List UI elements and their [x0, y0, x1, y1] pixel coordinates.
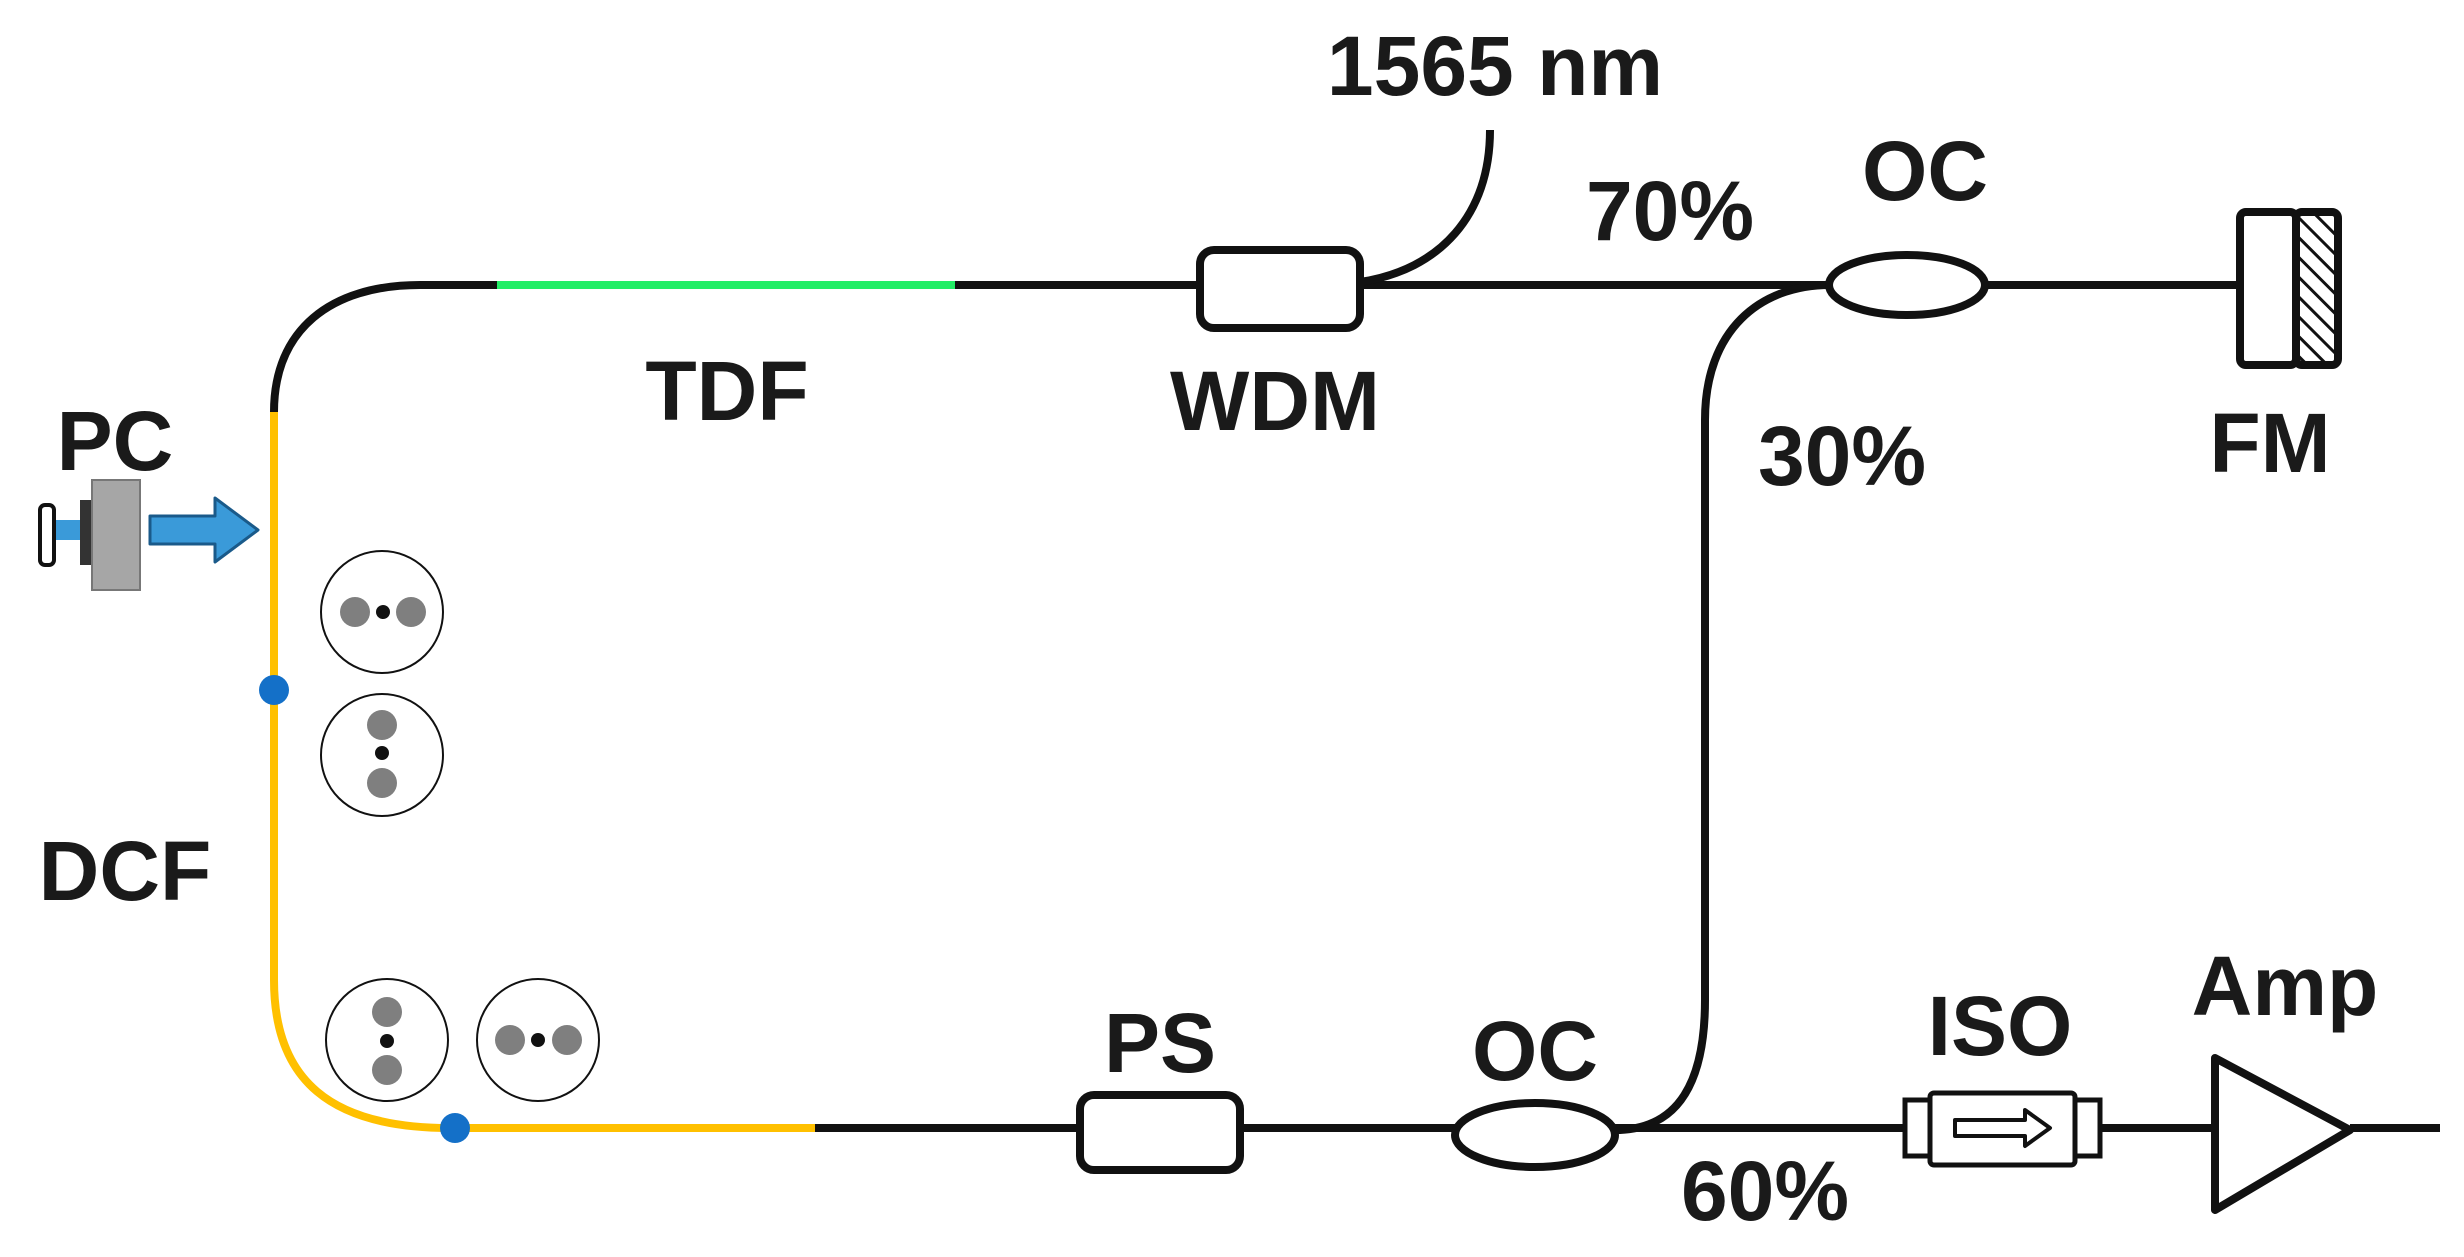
- wdm-label: WDM: [1170, 354, 1380, 448]
- amp-label: Amp: [2192, 939, 2379, 1033]
- pump-wavelength-label: 1565 nm: [1327, 19, 1663, 113]
- ps-box: [1076, 1091, 1244, 1174]
- isolator: [1902, 1090, 2103, 1168]
- wdm-box: [1196, 246, 1364, 332]
- ratio-60-label: 60%: [1681, 1144, 1849, 1238]
- fiber-pump-branch: [1359, 129, 1494, 286]
- ratio-30-label: 30%: [1758, 409, 1926, 503]
- dcf-label: DCF: [39, 824, 212, 918]
- iso-label: ISO: [1928, 979, 2073, 1073]
- pc-arrow-icon: [148, 496, 260, 564]
- mode-pattern-4: [476, 978, 600, 1102]
- mode-pattern-1: [320, 550, 444, 674]
- tdf-label: TDF: [645, 344, 808, 438]
- oc-bottom-label: OC: [1472, 1004, 1598, 1098]
- pc-label: PC: [57, 394, 174, 488]
- fiber-dcf: [270, 412, 815, 1132]
- oc-bottom-coupler: [1451, 1099, 1619, 1171]
- polarization-controller: [38, 479, 260, 591]
- splice-point-bottom: [440, 1113, 470, 1143]
- amplifier-triangle-icon: [2211, 1054, 2354, 1214]
- ps-label: PS: [1104, 996, 1216, 1090]
- fiber-30-branch: [1614, 281, 1831, 1134]
- mode-pattern-2: [320, 693, 444, 817]
- fiber-top-left-corner: [270, 281, 497, 413]
- oc-top-coupler: [1825, 251, 1989, 319]
- isolator-arrow-icon: [1953, 1108, 2052, 1148]
- oc-top-label: OC: [1862, 124, 1988, 218]
- splice-point-left: [259, 675, 289, 705]
- labels: 1565 nm 70% OC TDF WDM 30% FM PC DCF PS …: [39, 19, 2379, 1238]
- ratio-70-label: 70%: [1586, 164, 1754, 258]
- fiber-paths: [270, 129, 2440, 1134]
- fm-label: FM: [2209, 396, 2330, 490]
- mode-pattern-3: [325, 978, 449, 1102]
- faraday-mirror: [2236, 208, 2342, 369]
